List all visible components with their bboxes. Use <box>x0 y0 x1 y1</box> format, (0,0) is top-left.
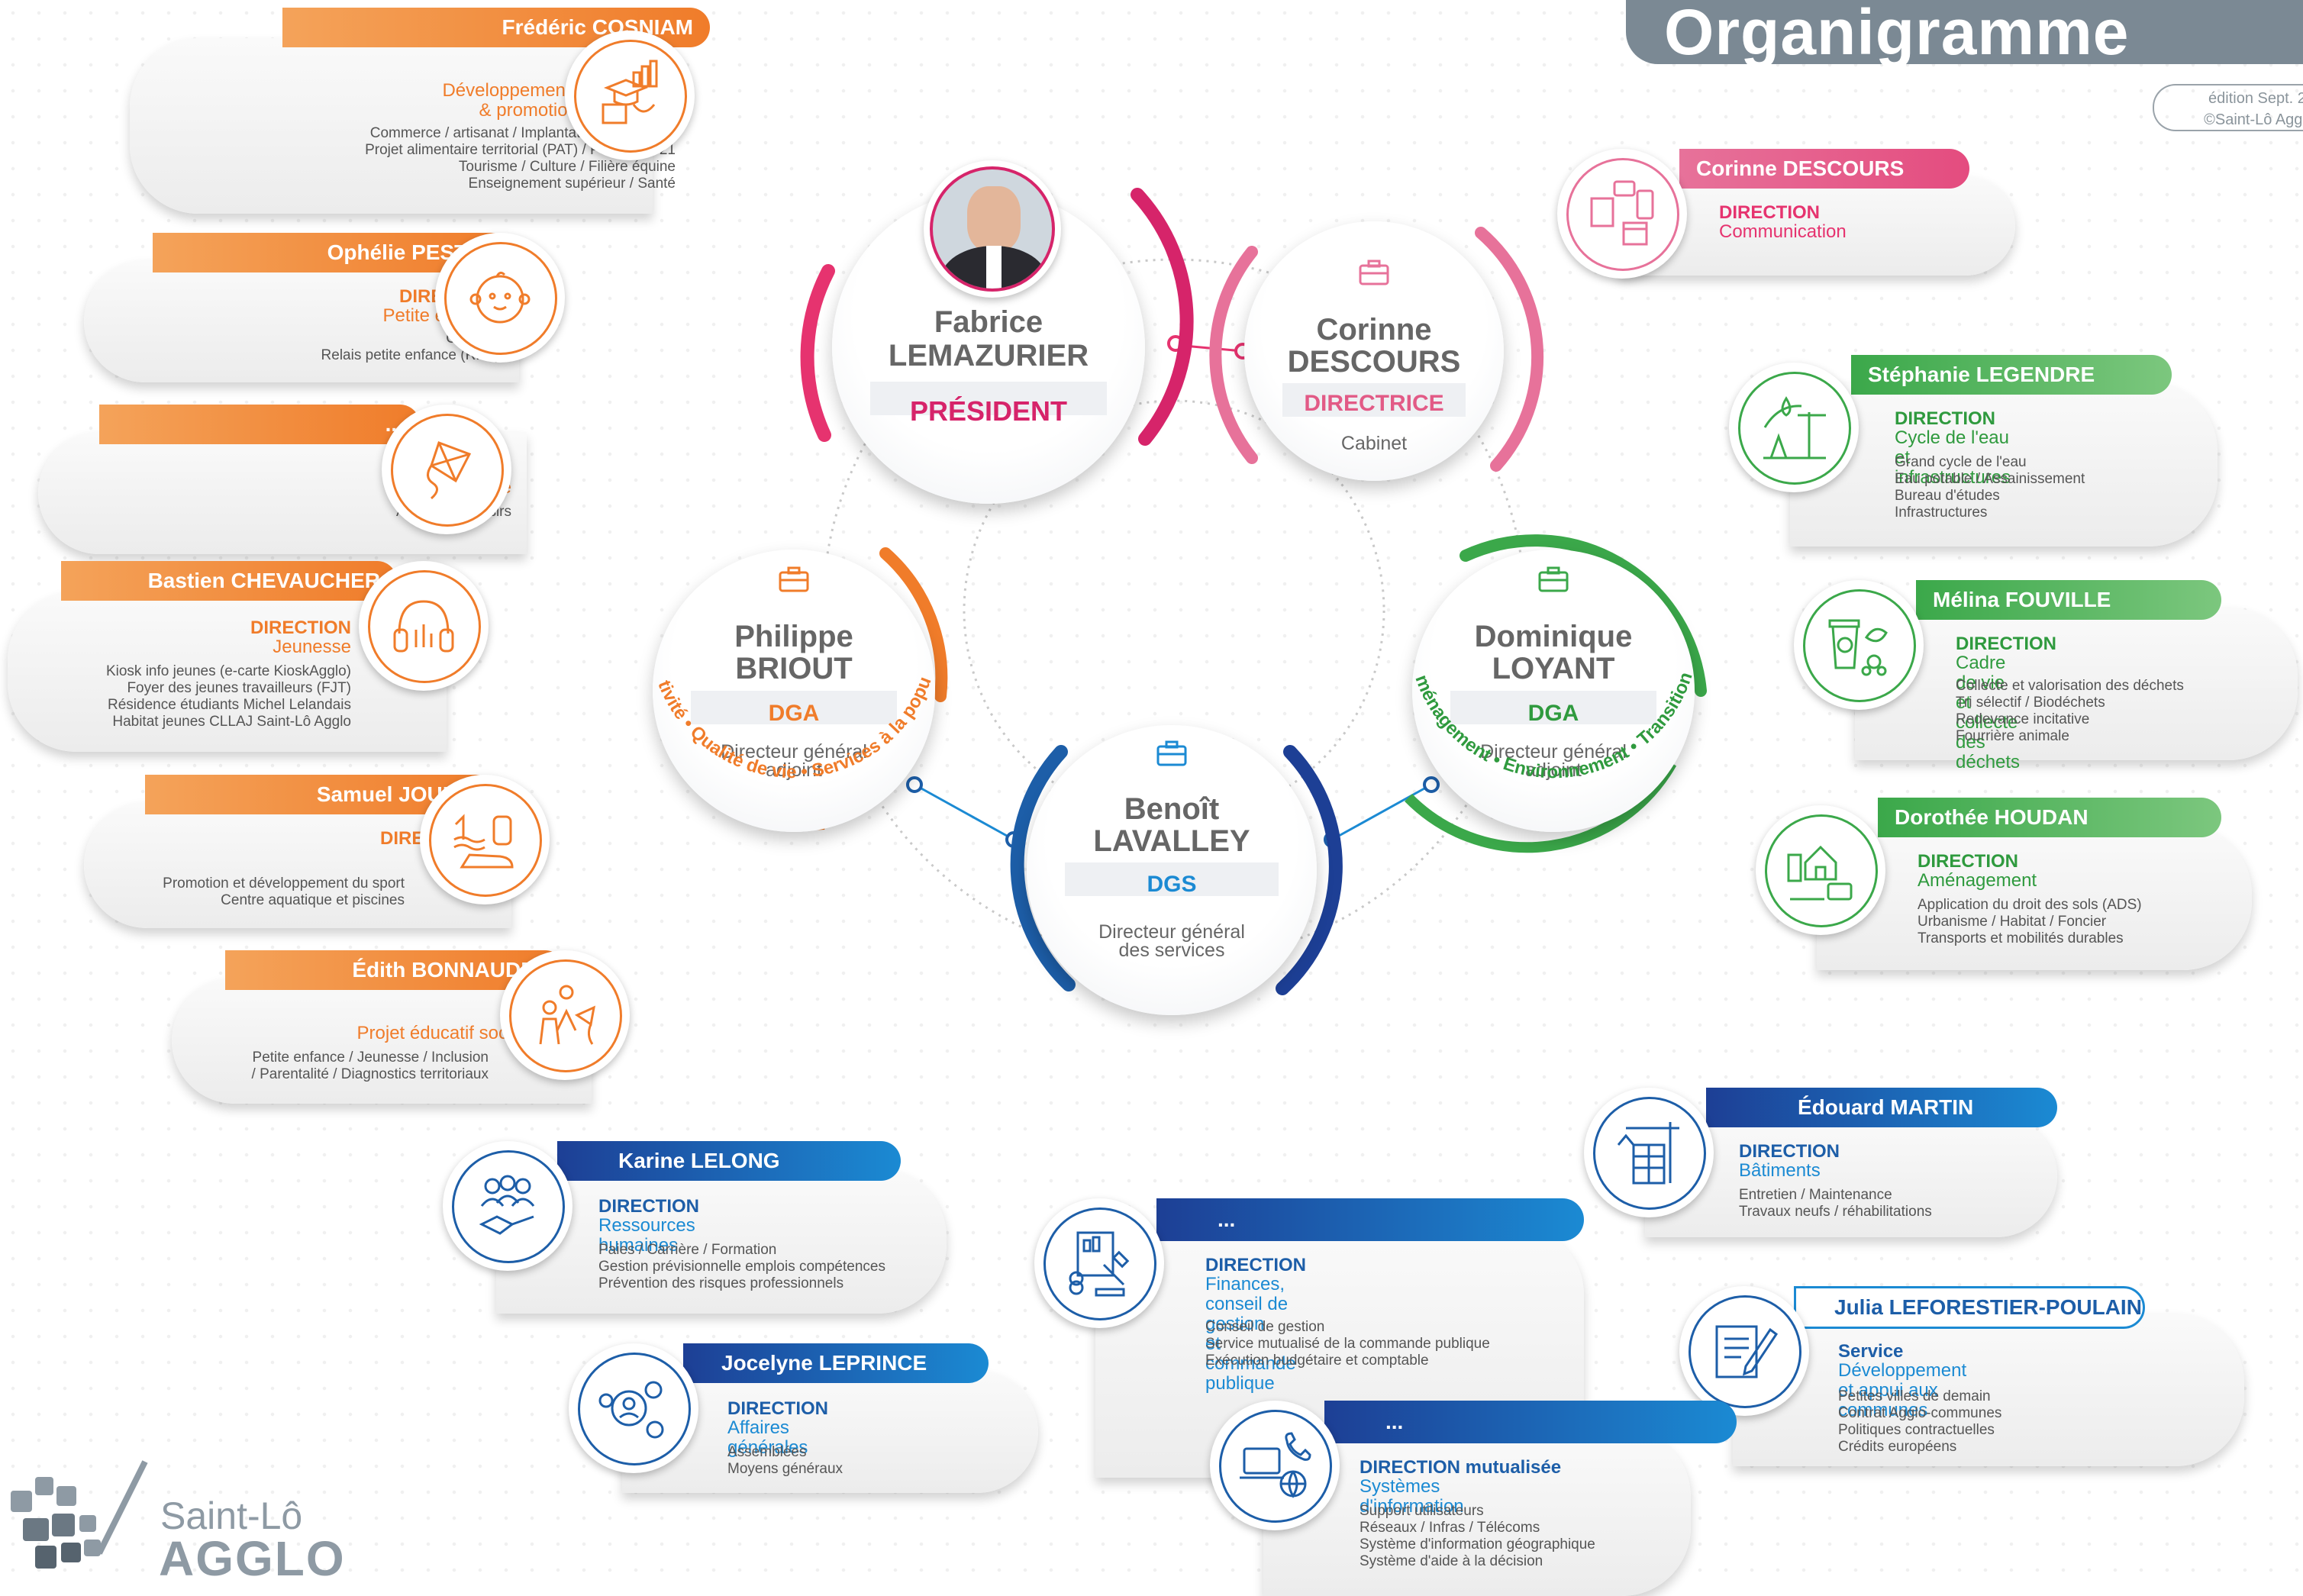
president-photo-frame <box>924 160 1061 298</box>
finance-icon <box>1034 1198 1164 1328</box>
water-crane-icon <box>1729 363 1859 492</box>
svg-text:Aménagement • Environnement •: Aménagement • Environnement • Transition… <box>1385 527 1697 782</box>
urban-planning-icon <box>1756 805 1885 935</box>
dga-briout-node: Philippe BRIOUT DGA Directeur général ad… <box>653 550 935 832</box>
dga1-firstname: Philippe <box>734 620 853 653</box>
dgs-desc2: des services <box>1118 940 1225 961</box>
cabinet-desc: Cabinet <box>1340 433 1408 454</box>
communication-icon <box>1557 149 1687 279</box>
copyright-text: ©Saint-Lô Agglo <box>2204 111 2303 128</box>
card-header: Frédéric COSNIAM <box>282 8 710 47</box>
network-icon <box>569 1343 698 1473</box>
dga2-desc1: Directeur général <box>1480 741 1627 763</box>
dga2-desc2: adjoint <box>1525 759 1582 781</box>
briefcase-icon <box>779 566 809 592</box>
dgs-firstname: Benoît <box>1124 792 1220 826</box>
dga1-lastname: BRIOUT <box>735 652 853 685</box>
agglo-logo: Saint-Lô AGGLO <box>8 1454 344 1586</box>
president-node: Fabrice LEMAZURIER PRÉSIDENT <box>832 160 1145 504</box>
dga2-arc-label: Aménagement • Environnement • Transition… <box>1385 527 1697 782</box>
president-role: PRÉSIDENT <box>909 395 1068 427</box>
svg-text:Attractivité • Qualité de vie: Attractivité • Qualité de vie • Services… <box>626 527 936 782</box>
briefcase-icon <box>1538 566 1569 592</box>
president-lastname: LEMAZURIER <box>888 339 1089 372</box>
document-pen-icon <box>1679 1286 1809 1416</box>
title-banner <box>1626 0 2303 64</box>
cabinet-lastname: DESCOURS <box>1287 345 1461 379</box>
briefcase-icon <box>1359 260 1389 285</box>
dga1-arc-label: Attractivité • Qualité de vie • Services… <box>626 527 936 782</box>
cabinet-node: Corinne DESCOURS DIRECTRICE Cabinet <box>1244 221 1504 481</box>
logo-line1: Saint-Lô <box>160 1494 303 1537</box>
president-photo <box>930 166 1055 292</box>
family-icon <box>500 950 630 1080</box>
dga-loyant-node: Dominique LOYANT DGA Directeur général a… <box>1412 550 1695 832</box>
logo-line2: AGGLO <box>159 1531 346 1586</box>
dga1-desc2: adjoint <box>766 759 822 781</box>
dga2-lastname: LOYANT <box>1492 652 1615 685</box>
dgs-desc1: Directeur général <box>1098 921 1245 943</box>
dga2-role: DGA <box>1527 701 1579 726</box>
logo-mark <box>11 1460 148 1569</box>
people-icon <box>443 1141 573 1271</box>
dgs-role: DGS <box>1147 872 1197 897</box>
briefcase-icon <box>1156 740 1187 766</box>
baby-icon <box>435 233 565 363</box>
headphones-icon <box>359 561 489 691</box>
edition-badge: édition Sept. 20 ©Saint-Lô Agglo <box>2153 84 2303 131</box>
dga1-role: DGA <box>768 701 820 726</box>
cabinet-firstname: Corinne <box>1316 313 1432 347</box>
president-firstname: Fabrice <box>934 305 1043 339</box>
dga2-firstname: Dominique <box>1474 620 1633 653</box>
building-icon <box>1584 1088 1714 1217</box>
economy-icon <box>565 31 695 160</box>
dgs-lavalley-node: Benoît LAVALLEY DGS Directeur général de… <box>1027 725 1317 1015</box>
dgs-dga2-link <box>1331 783 1432 841</box>
edition-text: édition Sept. 20 <box>2208 90 2303 107</box>
recycling-bin-icon <box>1794 580 1924 710</box>
kite-icon <box>382 405 511 534</box>
sport-icon <box>420 775 550 904</box>
cabinet-role: DIRECTRICE <box>1304 391 1444 416</box>
computer-icon <box>1210 1401 1340 1530</box>
dgs-lastname: LAVALLEY <box>1093 824 1250 858</box>
dga1-desc1: Directeur général <box>721 741 867 763</box>
page-title: Organigramme <box>1664 0 2130 68</box>
dga1-dgs-link <box>914 783 1014 841</box>
